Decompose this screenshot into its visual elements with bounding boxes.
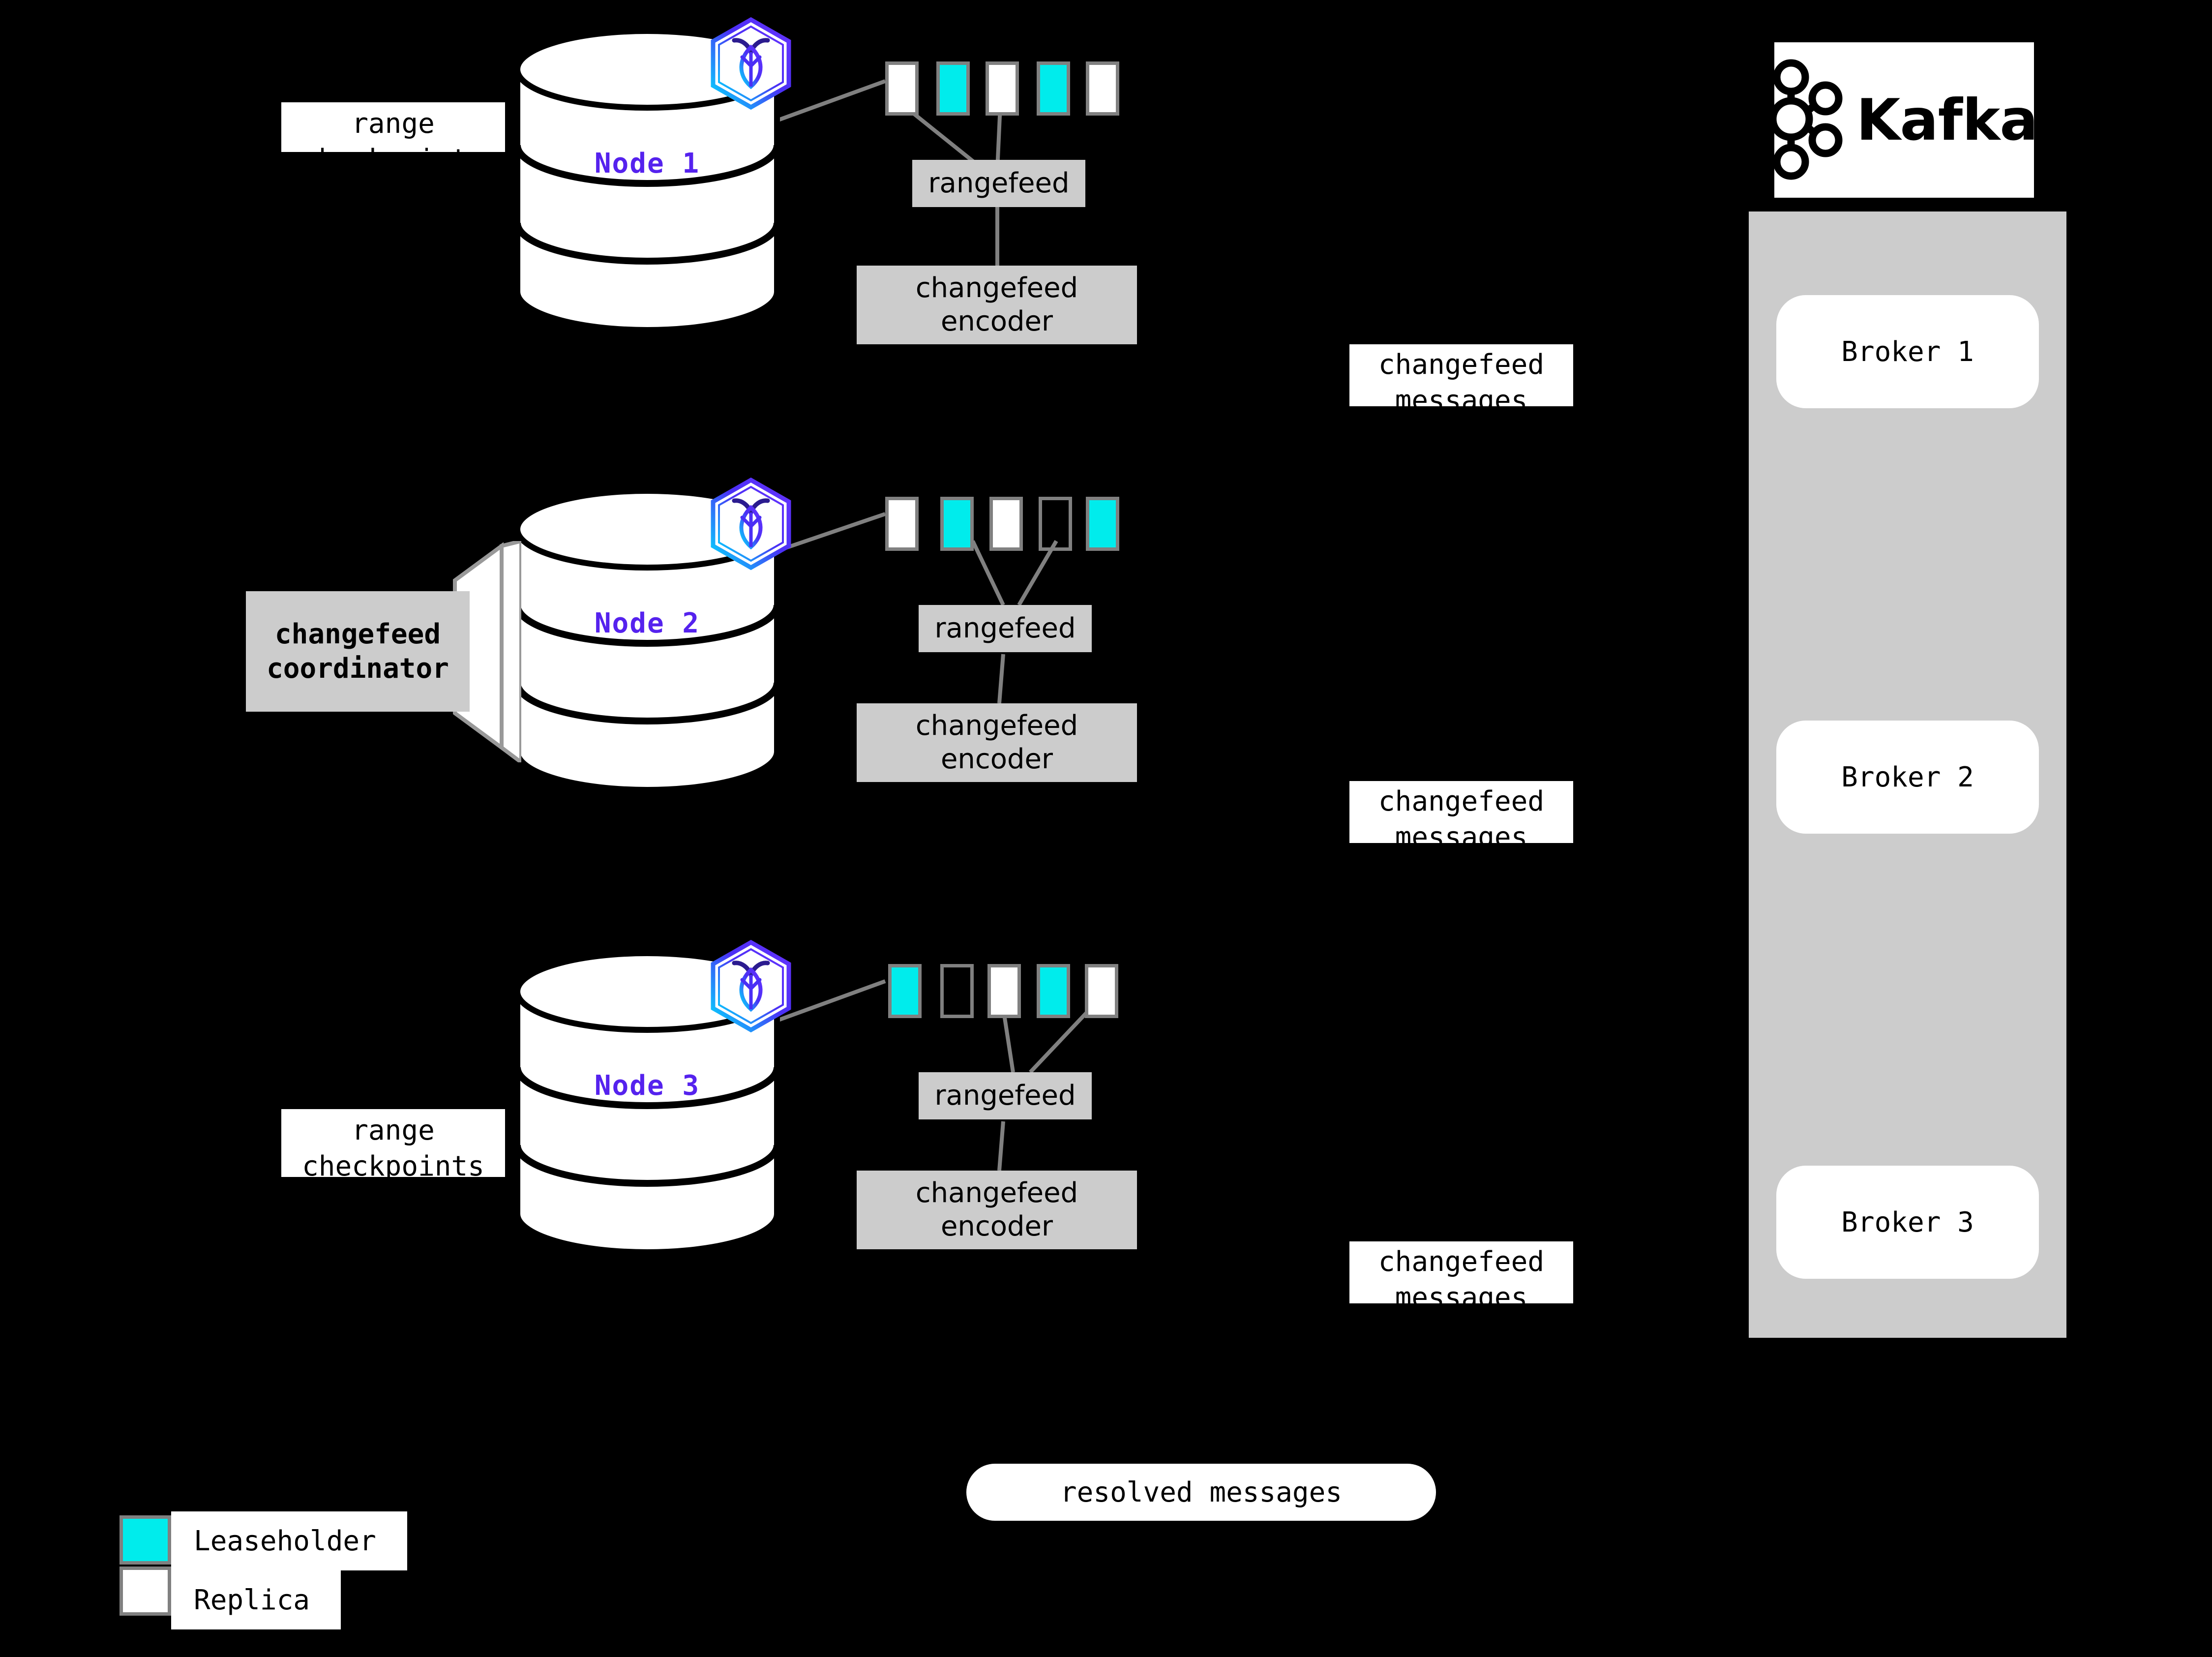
range-box[interactable] <box>987 964 1021 1018</box>
node-3-changefeed-messages-label: changefeed messages <box>1349 1241 1573 1314</box>
range-box[interactable] <box>1037 964 1070 1018</box>
cockroachdb-hex-icon <box>707 17 795 110</box>
node-1-changefeed-encoder-box[interactable]: changefeed encoder <box>857 266 1137 344</box>
node-2-label: Node 2 <box>594 607 700 639</box>
range-box[interactable] <box>1039 497 1072 551</box>
node-3-range-checkpoints-label: range checkpoints <box>281 1109 505 1182</box>
changefeed-coordinator-callout: changefeed coordinator <box>246 541 521 762</box>
cockroachdb-hex-icon <box>707 939 795 1033</box>
changefeed-coordinator-box[interactable]: changefeed coordinator <box>246 591 470 712</box>
kafka-broker-3[interactable]: Broker 3 <box>1776 1166 2039 1279</box>
range-box[interactable] <box>1085 964 1118 1018</box>
range-box[interactable] <box>940 964 974 1018</box>
kafka-broker-1[interactable]: Broker 1 <box>1776 295 2039 408</box>
range-box[interactable] <box>1037 61 1070 116</box>
kafka-broker-2[interactable]: Broker 2 <box>1776 721 2039 834</box>
node-3-label: Node 3 <box>594 1070 700 1102</box>
range-box[interactable] <box>940 497 974 551</box>
kafka-logo-box: Kafka <box>1769 42 2038 198</box>
node-3-rangefeed-box[interactable]: rangefeed <box>919 1072 1092 1119</box>
node-3-changefeed-encoder-box[interactable]: changefeed encoder <box>857 1171 1137 1249</box>
cockroachdb-hex-icon <box>707 477 795 571</box>
range-box[interactable] <box>888 964 922 1018</box>
kafka-wordmark: Kafka <box>1856 87 2038 153</box>
range-box[interactable] <box>1086 61 1119 116</box>
range-box[interactable] <box>989 497 1023 551</box>
kafka-nodes-icon <box>1769 58 1843 182</box>
legend-label-leaseholder: Leaseholder <box>171 1511 407 1570</box>
legend-swatch-leaseholder <box>120 1515 171 1565</box>
node-1-range-checkpoints-label: range checkpoints <box>281 102 505 176</box>
node-1-rangefeed-box[interactable]: rangefeed <box>912 160 1085 207</box>
node-2-changefeed-encoder-box[interactable]: changefeed encoder <box>857 703 1137 782</box>
range-box[interactable] <box>986 61 1019 116</box>
node-2-rangefeed-box[interactable]: rangefeed <box>919 605 1092 652</box>
node-1-changefeed-messages-label: changefeed messages <box>1349 344 1573 417</box>
range-box[interactable] <box>936 61 970 116</box>
range-box[interactable] <box>885 497 919 551</box>
legend-swatch-replica <box>120 1567 171 1616</box>
resolved-messages-pill[interactable]: resolved messages <box>966 1464 1436 1521</box>
node-2-changefeed-messages-label: changefeed messages <box>1349 781 1573 853</box>
legend-label-replica: Replica <box>171 1570 341 1629</box>
range-box[interactable] <box>1086 497 1119 551</box>
node-1-label: Node 1 <box>594 148 700 180</box>
range-box[interactable] <box>885 61 919 116</box>
